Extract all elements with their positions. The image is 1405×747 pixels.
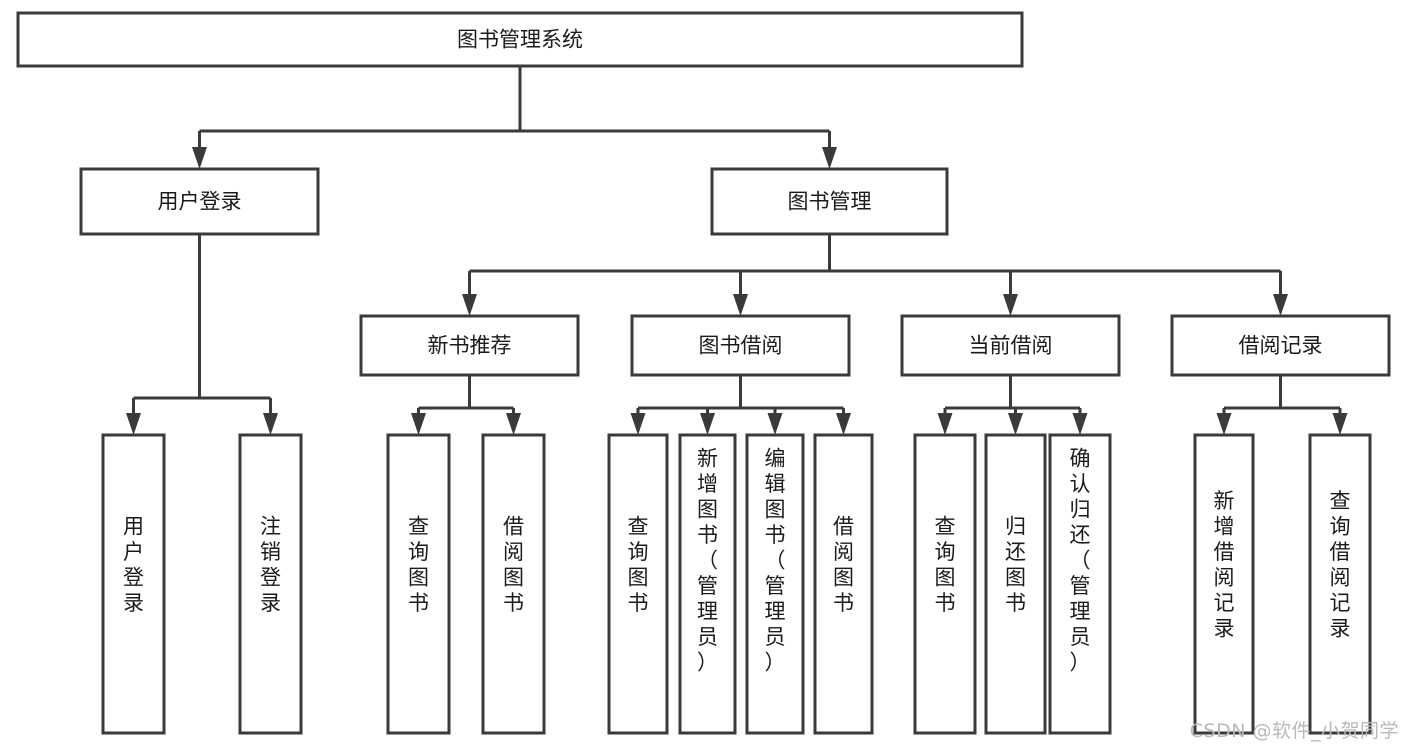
node-box <box>913 433 977 735</box>
arrow-head-icon <box>1072 413 1088 435</box>
node-leaf-user-login[interactable]: 用户登录 <box>101 433 166 735</box>
node-label: 借阅记录 <box>1239 334 1323 358</box>
node-box <box>359 314 580 377</box>
node-label: 查询借阅记录 <box>1330 489 1351 641</box>
node-label: 用户登录 <box>123 514 144 615</box>
arrow-head-icon <box>937 413 953 435</box>
node-box <box>745 433 805 735</box>
node-borrow-record[interactable]: 借阅记录 <box>1170 314 1391 377</box>
node-box <box>238 433 303 735</box>
node-leaf-logout[interactable]: 注销登录 <box>238 433 303 735</box>
arrow-head-icon <box>126 413 141 435</box>
arrow-head-icon <box>1332 413 1348 435</box>
node-box <box>813 433 874 735</box>
node-leaf-confirm-return[interactable]: 确认归还（管理员） <box>1048 433 1112 735</box>
node-label: 确认归还（管理员） <box>1070 446 1091 674</box>
node-box <box>16 11 1024 68</box>
arrow-head-icon <box>411 413 426 435</box>
node-book-admin[interactable]: 图书管理 <box>710 167 949 236</box>
node-book-borrow[interactable]: 图书借阅 <box>630 314 851 377</box>
node-label: 编辑图书（管理员） <box>765 446 786 674</box>
node-label: 新增借阅记录 <box>1214 489 1235 641</box>
node-label: 新增图书（管理员） <box>697 446 718 674</box>
arrow-head-icon <box>462 294 477 316</box>
node-label: 借阅图书 <box>503 514 524 615</box>
arrow-head-icon <box>836 413 851 435</box>
node-box <box>481 433 546 735</box>
node-label: 查询图书 <box>628 514 649 615</box>
arrow-head-icon <box>506 413 521 435</box>
node-label: 新书推荐 <box>428 334 512 358</box>
arrow-head-icon <box>767 413 783 435</box>
arrow-head-icon <box>1008 413 1023 435</box>
node-new-book-rec[interactable]: 新书推荐 <box>359 314 580 377</box>
node-leaf-query-book-1[interactable]: 查询图书 <box>386 433 451 735</box>
arrow-head-icon <box>822 147 837 169</box>
node-box <box>1048 433 1112 735</box>
node-leaf-query-record[interactable]: 查询借阅记录 <box>1308 433 1372 735</box>
arrow-head-icon <box>1216 413 1232 435</box>
node-box <box>710 167 949 236</box>
arrow-head-icon <box>700 413 715 435</box>
arrow-head-icon <box>1003 294 1018 316</box>
node-label: 用户登录 <box>158 190 242 214</box>
node-label: 当前借阅 <box>969 334 1053 358</box>
node-box <box>79 167 320 236</box>
node-leaf-edit-book[interactable]: 编辑图书（管理员） <box>745 433 805 735</box>
arrow-head-icon <box>263 413 278 435</box>
node-user-login[interactable]: 用户登录 <box>79 167 320 236</box>
node-box <box>1308 433 1372 735</box>
node-box <box>630 314 851 377</box>
arrow-head-icon <box>733 294 748 316</box>
node-leaf-return-book[interactable]: 归还图书 <box>984 433 1047 735</box>
node-box <box>1170 314 1391 377</box>
arrow-head-icon <box>630 413 646 435</box>
node-label: 查询图书 <box>408 514 429 615</box>
node-box <box>1193 433 1255 735</box>
node-box <box>101 433 166 735</box>
node-box <box>678 433 737 735</box>
node-root[interactable]: 图书管理系统 <box>16 11 1024 68</box>
node-leaf-query-book-2[interactable]: 查询图书 <box>607 433 669 735</box>
watermark-text: CSDN @软件_小贺同学 <box>1189 720 1399 742</box>
node-label: 图书借阅 <box>699 334 783 358</box>
arrow-head-icon <box>192 147 207 169</box>
node-label: 查询图书 <box>935 514 956 615</box>
node-label: 图书管理 <box>788 190 872 214</box>
node-leaf-query-book-3[interactable]: 查询图书 <box>913 433 977 735</box>
node-leaf-borrow-book-1[interactable]: 借阅图书 <box>481 433 546 735</box>
node-box <box>900 314 1121 377</box>
node-box <box>386 433 451 735</box>
arrow-head-icon <box>1273 294 1288 316</box>
node-leaf-add-record[interactable]: 新增借阅记录 <box>1193 433 1255 735</box>
node-layer: 图书管理系统用户登录图书管理新书推荐图书借阅当前借阅借阅记录用户登录注销登录查询… <box>16 11 1391 735</box>
node-label: 归还图书 <box>1005 514 1026 615</box>
connector-layer <box>126 66 1348 435</box>
node-current-borrow[interactable]: 当前借阅 <box>900 314 1121 377</box>
node-box <box>984 433 1047 735</box>
node-label: 图书管理系统 <box>457 28 583 52</box>
node-box <box>607 433 669 735</box>
node-label: 注销登录 <box>260 514 281 615</box>
node-leaf-borrow-book-2[interactable]: 借阅图书 <box>813 433 874 735</box>
node-leaf-add-book[interactable]: 新增图书（管理员） <box>678 433 737 735</box>
node-label: 借阅图书 <box>833 514 854 615</box>
